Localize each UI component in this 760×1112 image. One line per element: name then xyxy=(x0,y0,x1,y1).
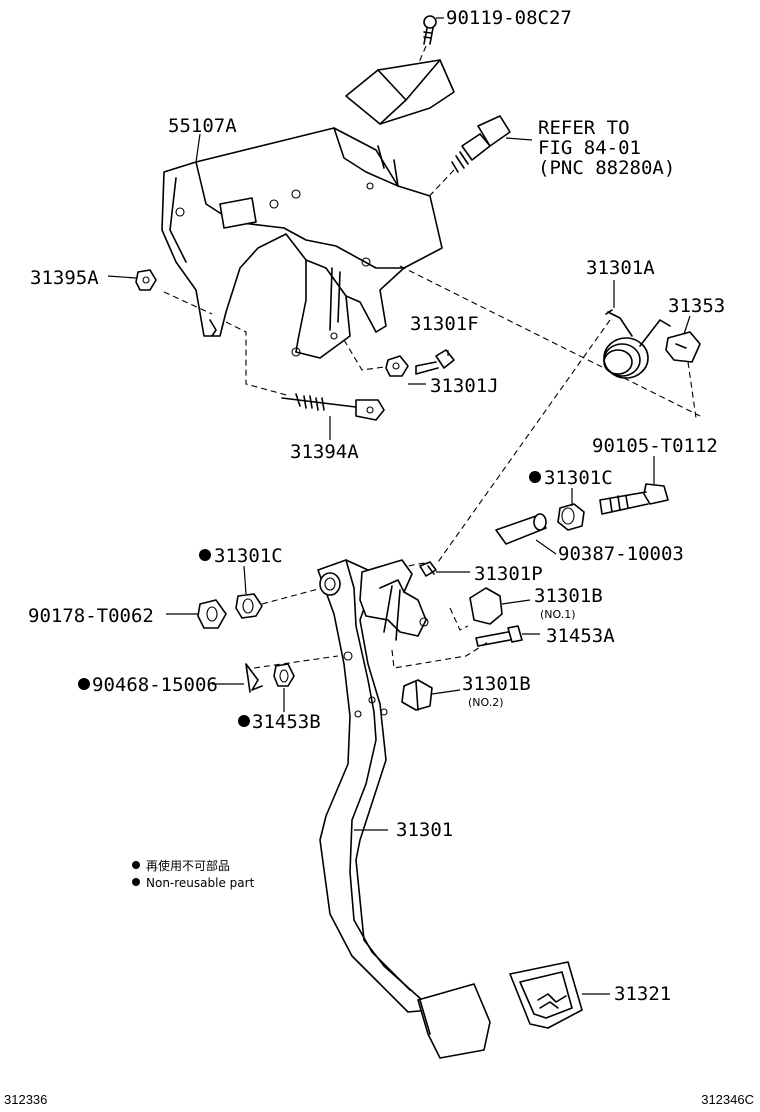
bracket-plate xyxy=(345,59,455,125)
pedal-pad-31321 xyxy=(509,961,583,1029)
label-31453a: 31453A xyxy=(546,625,615,647)
label-31395a: 31395A xyxy=(30,267,99,289)
bolt-90105-t0112 xyxy=(599,483,669,515)
label-refer-2: FIG 84-01 xyxy=(538,137,641,159)
label-31301c-right: 31301C xyxy=(544,467,613,489)
label-31353: 31353 xyxy=(668,295,725,317)
bushing-31301c-left xyxy=(235,593,263,619)
bolt-31453a xyxy=(475,625,523,647)
stopper-31301b-no1 xyxy=(469,587,503,625)
bushing-31453b xyxy=(273,663,295,687)
nut-31301j xyxy=(385,355,409,377)
label-31394a: 31394A xyxy=(290,441,359,463)
label-31301a: 31301A xyxy=(586,257,655,279)
non-reusable-marker xyxy=(199,549,211,561)
nut-31395a xyxy=(135,269,157,291)
collar-90387-10003 xyxy=(495,513,547,545)
label-31301p: 31301P xyxy=(474,563,543,585)
footer-code-left: 312336 xyxy=(4,1092,47,1107)
label-31301b-no2: 31301B xyxy=(462,673,531,695)
label-refer-3: (PNC 88280A) xyxy=(538,157,675,179)
brake-pedal-31301 xyxy=(317,559,431,1013)
bushing-31301c-right xyxy=(557,503,585,531)
clevis-rod-31394a xyxy=(281,393,385,421)
legend: 再使用不可部品 Non-reusable part xyxy=(132,858,255,890)
legend-en: Non-reusable part xyxy=(146,876,255,890)
non-reusable-marker xyxy=(529,471,541,483)
label-90119-08c27: 90119-08C27 xyxy=(446,7,572,29)
clip-31301p xyxy=(419,561,437,577)
pedal-pad xyxy=(417,983,491,1059)
label-31301c-left: 31301C xyxy=(214,545,283,567)
bolt-90119-08c27 xyxy=(423,15,437,45)
pedal-support-bracket xyxy=(161,127,443,359)
legend-jp: 再使用不可部品 xyxy=(146,858,230,873)
non-reusable-marker xyxy=(238,715,250,727)
label-90178-t0062: 90178-T0062 xyxy=(28,605,154,627)
label-no2: (NO.2) xyxy=(468,696,504,709)
label-90387-10003: 90387-10003 xyxy=(558,543,684,565)
label-31301: 31301 xyxy=(396,819,453,841)
label-31321: 31321 xyxy=(614,983,671,1005)
label-31301j: 31301J xyxy=(430,375,499,397)
label-31301b-no1: 31301B xyxy=(534,585,603,607)
label-90468-15006: 90468-15006 xyxy=(92,674,218,696)
cushion-31353 xyxy=(665,331,701,363)
label-55107a: 55107A xyxy=(168,115,237,137)
non-reusable-marker xyxy=(78,678,90,690)
stopper-31301b-no2 xyxy=(401,679,433,711)
label-refer-1: REFER TO xyxy=(538,117,630,139)
bolt-31301f xyxy=(415,349,455,375)
label-no1: (NO.1) xyxy=(540,608,576,621)
stop-light-switch xyxy=(451,115,533,173)
label-31301f: 31301F xyxy=(410,313,479,335)
footer-code-right: 312346C xyxy=(701,1092,754,1107)
return-spring-31301a xyxy=(603,309,671,379)
label-90105-t0112: 90105-T0112 xyxy=(592,435,718,457)
nut-90178-t0062 xyxy=(197,599,227,629)
label-31453b: 31453B xyxy=(252,711,321,733)
clip-90468-15006 xyxy=(245,663,263,693)
